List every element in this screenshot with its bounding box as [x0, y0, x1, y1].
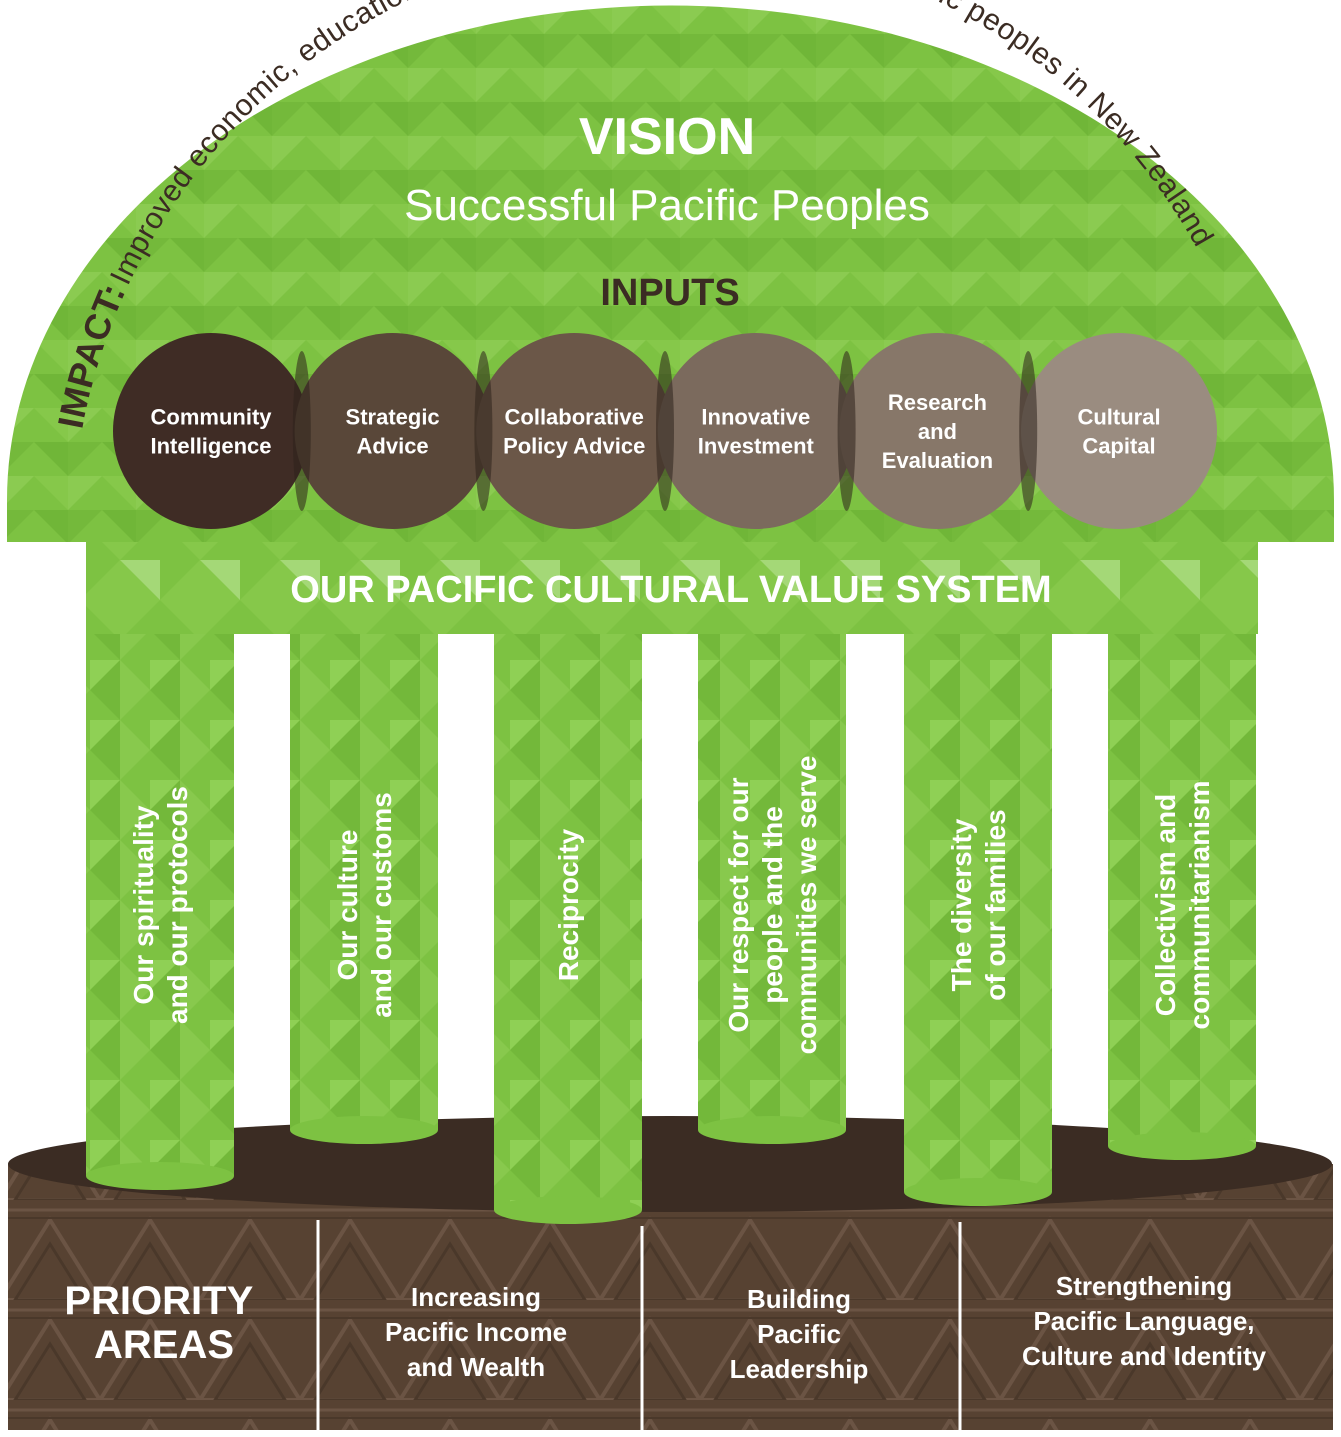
input-overlap-1: [292, 351, 311, 511]
priority-area-line: Strengthening: [1056, 1271, 1232, 1301]
input-label-line: Capital: [1082, 434, 1155, 459]
pillar-6: [1108, 634, 1256, 1146]
input-overlap-5: [1019, 351, 1038, 511]
pillar-base-3: [494, 1196, 642, 1224]
priority-area-line: Culture and Identity: [1022, 1341, 1267, 1371]
pillar-label-line: communities we serve: [791, 756, 822, 1055]
value-system-band: [86, 542, 1258, 634]
input-circle-5: [839, 333, 1036, 529]
input-circle-2: [294, 333, 491, 529]
priority-heading: PRIORITY AREAS: [64, 1279, 263, 1367]
input-label-line: Policy Advice: [503, 434, 645, 459]
pillar-label-line: Reciprocity: [553, 828, 584, 981]
base-platform: [8, 1116, 1333, 1432]
pillar-base-6: [1108, 1132, 1256, 1160]
priority-area-line: Leadership: [730, 1354, 869, 1384]
pillar-2: [290, 634, 438, 1130]
vision-text: Successful Pacific Peoples: [404, 181, 930, 230]
priority-area-line: Pacific Income: [385, 1317, 567, 1347]
priority-area-line: and Wealth: [407, 1352, 545, 1382]
priority-area-line: Pacific Language,: [1033, 1306, 1254, 1336]
pillar-base-2: [290, 1116, 438, 1144]
priority-heading-line-2: AREAS: [94, 1323, 234, 1367]
input-label-line: Innovative: [701, 405, 810, 430]
pillar-base-1: [86, 1162, 234, 1190]
pillar-label-3: Reciprocity: [553, 828, 584, 981]
input-label-line: Community: [151, 405, 273, 430]
pillar-label-line: and our protocols: [162, 786, 193, 1024]
vision-heading: VISION: [579, 108, 755, 166]
input-overlap-4: [837, 351, 856, 511]
pillar-4: [698, 634, 846, 1130]
pillar-label-line: of our families: [980, 809, 1011, 1000]
pillar-label-line: Our spirituality: [128, 805, 159, 1005]
input-label-line: Strategic: [346, 405, 440, 430]
input-circle-1: [113, 333, 309, 529]
pillar-5: [904, 634, 1052, 1192]
pillar-label-line: communitarianism: [1184, 781, 1215, 1030]
input-label-line: Intelligence: [150, 434, 271, 459]
pillar-label-line: and our customs: [366, 792, 397, 1018]
input-label-line: Evaluation: [882, 448, 993, 473]
input-overlap-3: [656, 351, 674, 511]
input-label-line: Collaborative: [505, 405, 644, 430]
input-label-line: Advice: [357, 434, 429, 459]
input-label-line: Research: [888, 390, 987, 415]
input-label-line: Cultural: [1077, 405, 1160, 430]
pillar-label-line: Our culture: [332, 830, 363, 981]
input-circle-6: [1021, 333, 1217, 529]
input-overlap-2: [474, 351, 493, 511]
priority-area-line: Building: [747, 1284, 851, 1314]
input-circle-4: [657, 333, 854, 529]
inputs-heading: INPUTS: [600, 272, 739, 314]
pillar-1: [86, 634, 234, 1176]
pillar-3: [494, 634, 642, 1210]
priority-area-line: Increasing: [411, 1282, 541, 1312]
priority-heading-line-1: PRIORITY: [64, 1279, 253, 1323]
pillar-label-line: The diversity: [946, 818, 977, 991]
input-label-line: Investment: [698, 434, 815, 459]
pillar-base-5: [904, 1178, 1052, 1206]
value-system-heading: OUR PACIFIC CULTURAL VALUE SYSTEM: [290, 569, 1051, 611]
pillar-base-4: [698, 1116, 846, 1144]
pillar-label-line: Our respect for our: [723, 777, 754, 1032]
input-label-line: and: [918, 419, 957, 444]
pillar-label-line: people and the: [757, 806, 788, 1004]
pillar-label-line: Collectivism and: [1150, 794, 1181, 1017]
input-circle-3: [476, 333, 673, 529]
priority-area-line: Pacific: [757, 1319, 841, 1349]
